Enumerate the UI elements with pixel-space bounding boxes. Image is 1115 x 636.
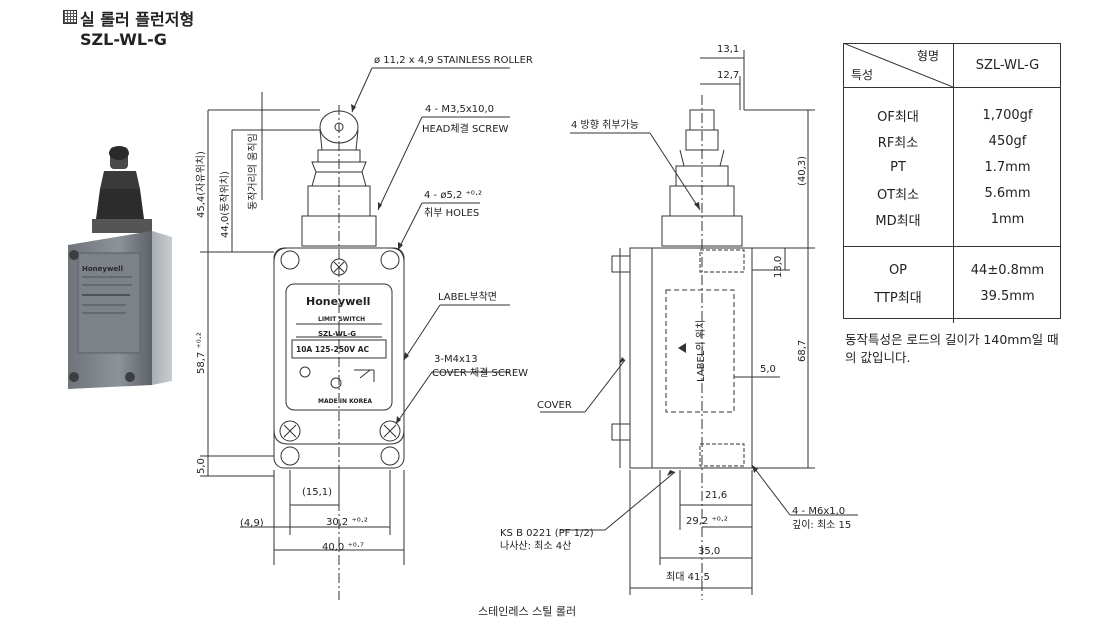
figure-caption: 스테인레스 스틸 롤러 [478,605,577,618]
spec-value: 1,700gf [982,107,1033,123]
holes-desc: 취부 HOLES [424,208,480,219]
label-location: LABEL의 위치 [696,319,707,382]
roller-label: ø 11,2 x 4,9 STAINLESS ROLLER [374,55,533,66]
spec-key: PT [843,154,954,180]
cover-label: COVER [537,400,572,411]
dim-width: 40,0 ⁺⁰·⁷ [322,542,364,553]
dim-5-0: 5,0 [760,364,776,375]
diagonal-line [843,43,953,87]
model-title: SZL-WL-G [80,30,167,49]
spec-value: 450gf [988,133,1027,149]
dim-max-41-5: 최대 41,5 [666,572,710,583]
spec-header-characteristic-label: 특성 [851,68,874,82]
label-position: LABEL부착면 [438,292,497,303]
thread-desc: 깊이: 최소 15 [792,520,852,531]
spec-key: OP [843,257,954,283]
plate-model: SZL-WL-G [318,330,357,338]
dim-free-position: 45,4(자유위치) [196,151,207,218]
dim-21-6: 21,6 [705,490,728,501]
spec-model: SZL-WL-G [953,43,1061,88]
conduit-label: KS B 0221 (PF 1/2) [500,528,594,539]
spec-key: OF최대 [843,102,954,128]
side-view [540,50,858,600]
dim-bottom: 5,0 [196,458,207,474]
conduit-desc: 나사산: 최소 4산 [500,541,572,552]
spec-key: TTP최대 [843,283,954,309]
dim-left: (4,9) [240,518,264,529]
plate-type: LIMIT SWITCH [318,316,366,323]
thread-label: 4 - M6x1,0 [792,506,846,517]
spec-table: 형명 특성 SZL-WL-G OF최대 1,700gf RF최소 450gf PT 1… [843,43,1061,323]
cover-screw-label: 3-M4x13 [434,354,478,365]
spec-value: 1mm [990,211,1025,227]
list-bullet-icon [63,10,77,24]
dim-hole-spacing: 30,2 ⁺⁰·² [326,517,368,528]
dim-29-2: 29,2 ⁺⁰·² [686,516,728,527]
dim-mid: (15,1) [302,487,333,498]
spec-value: 5.6mm [984,185,1031,201]
section-title: 실 롤러 플런저형 [80,10,195,29]
screw-label: 4 - M3,5x10,0 [425,104,495,115]
cover-screw-desc: COVER 체결 SCREW [432,368,529,379]
spec-value: 1.7mm [984,159,1031,175]
plate-made: MADE IN KOREA [318,398,372,405]
dim-height: 58,7 ⁺⁰·² [196,332,207,374]
spec-value: 39.5mm [980,288,1035,304]
plate-brand: Honeywell [306,295,371,308]
dim-68-7: 68,7 [797,339,808,362]
spec-header-cell: 형명 특성 [843,43,954,88]
dim-12-7: 12,7 [717,70,740,81]
screw-desc: HEAD체결 SCREW [422,124,509,135]
spec-value: 44±0.8mm [970,262,1045,278]
spec-key: RF최소 [843,128,954,154]
spec-note: 동작특성은 로드의 길이가 140mm일 때의 값입니다. [845,332,1059,365]
spec-header-model-label: 형명 [916,49,939,63]
mount-direction-label: 4 방향 취부가능 [571,120,639,131]
dim-40-3: (40,3) [797,155,808,186]
svg-text:Honeywell: Honeywell [82,265,123,273]
spec-key: OT최소 [843,180,954,206]
product-photo: Honeywell [68,146,172,389]
dim-35-0: 35,0 [698,546,721,557]
plate-rating: 10A 125-250V AC [296,345,370,354]
dim-pretravel: 동작거리의 움직임 [248,133,259,210]
front-view [200,67,510,600]
dim-13-1: 13,1 [717,44,740,55]
holes-label: 4 - ø5,2 ⁺⁰·² [424,190,483,201]
spec-key: MD최대 [843,206,954,232]
dim-13-0: 13,0 [773,255,784,278]
dim-operating-position: 44,0(동작위치) [220,171,231,238]
